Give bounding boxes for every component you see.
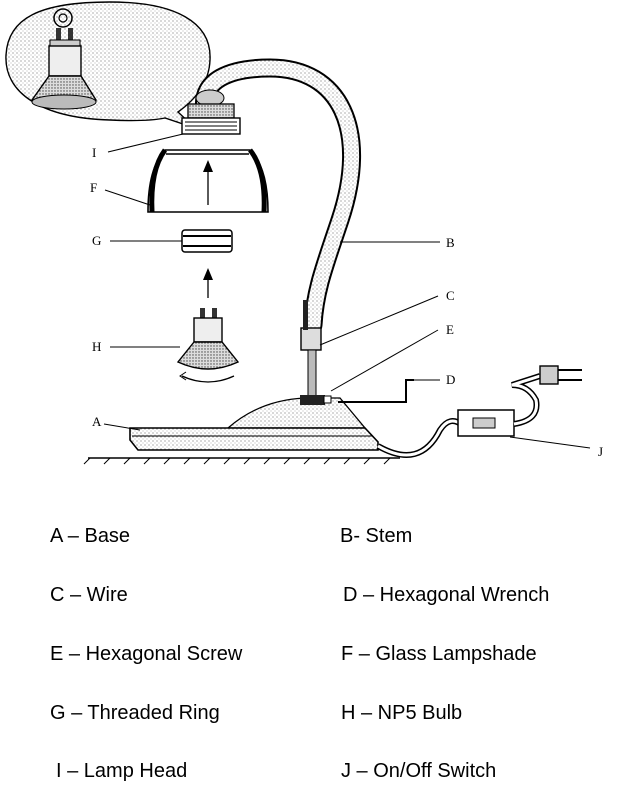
- callout-label-j: J: [598, 444, 603, 459]
- callout-label-f: F: [90, 180, 97, 195]
- callout-label-e: E: [446, 322, 454, 337]
- threaded-ring: [181, 229, 233, 253]
- np5-bulb: [176, 268, 240, 383]
- lamp-base: [83, 395, 400, 465]
- callout-label-i: I: [92, 145, 96, 160]
- legend-item-e: E – Hexagonal Screw: [50, 643, 243, 665]
- callout-leaders: [103, 133, 591, 449]
- stem: [195, 58, 362, 399]
- lamp-assembly-diagram: I F G H A B C E D J: [5, 1, 603, 465]
- hexagonal-screw: [323, 395, 332, 404]
- callout-label-a: A: [92, 414, 102, 429]
- hexagonal-wrench: [338, 379, 414, 403]
- callout-label-g: G: [92, 233, 101, 248]
- legend-item-i: I – Lamp Head: [56, 760, 188, 782]
- callout-label-h: H: [92, 339, 101, 354]
- legend-item-g: G – Threaded Ring: [50, 702, 220, 724]
- power-cord: [376, 365, 582, 458]
- callout-label-d: D: [446, 372, 455, 387]
- legend-item-d: D – Hexagonal Wrench: [343, 584, 550, 606]
- glass-lampshade: [147, 148, 269, 213]
- legend-item-c: C – Wire: [50, 584, 128, 606]
- bulb-detail-inset: [5, 1, 211, 129]
- legend-item-a: A – Base: [50, 525, 131, 547]
- callout-label-b: B: [446, 235, 455, 250]
- legend-item-j: J – On/Off Switch: [341, 760, 497, 782]
- lamp-head: [181, 89, 241, 135]
- legend-item-b: B- Stem: [340, 525, 413, 547]
- legend-item-h: H – NP5 Bulb: [341, 702, 463, 724]
- callout-label-c: C: [446, 288, 455, 303]
- legend-item-f: F – Glass Lampshade: [341, 643, 537, 665]
